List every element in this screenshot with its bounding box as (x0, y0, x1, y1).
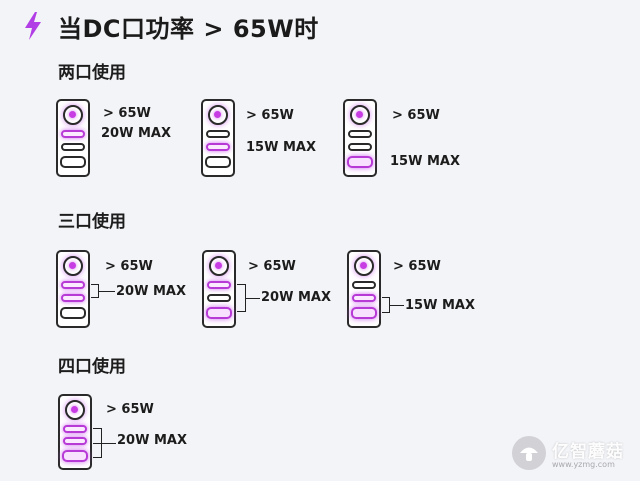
port-2-icon (206, 130, 230, 138)
port-bracket (382, 297, 390, 313)
port-4-icon (347, 156, 373, 168)
port-3-icon (348, 143, 372, 151)
port-power-label: 15W MAX (246, 140, 316, 155)
port-4-icon (206, 307, 232, 319)
dc-power-label: > 65W (106, 402, 154, 417)
port-2-icon (63, 425, 87, 433)
port-2-icon (61, 281, 85, 289)
dc-power-label: > 65W (248, 259, 296, 274)
dc-port-icon (63, 256, 83, 276)
port-3-icon (207, 294, 231, 302)
section-title-three-ports: 三口使用 (58, 212, 126, 232)
bracket-connector (102, 443, 116, 444)
port-bracket (237, 284, 246, 312)
bracket-connector (99, 291, 115, 292)
port-power-label: 20W MAX (261, 290, 331, 305)
dc-port-icon (65, 400, 85, 420)
port-power-label: 20W MAX (116, 284, 186, 299)
watermark-text: 亿智蘑菇 (552, 442, 624, 462)
port-3-icon (63, 437, 87, 445)
dc-port-icon (209, 256, 229, 276)
watermark-logo: 亿智蘑菇 www.yzmg.com (512, 436, 624, 470)
dc-power-label: > 65W (246, 108, 294, 123)
section-title-two-ports: 两口使用 (58, 63, 126, 83)
page-title: 当DC口功率 > 65W时 (58, 14, 319, 43)
lightning-bolt-icon (25, 12, 41, 40)
dc-port-icon (354, 256, 374, 276)
port-3-icon (206, 143, 230, 151)
port-power-label: 15W MAX (390, 154, 460, 169)
port-3-icon (61, 143, 85, 151)
dc-power-label: > 65W (393, 259, 441, 274)
port-4-icon (60, 156, 86, 168)
port-3-icon (352, 294, 376, 302)
port-2-icon (61, 130, 85, 138)
port-4-icon (60, 307, 86, 319)
dc-port-icon (63, 105, 83, 125)
port-power-label: 20W MAX (101, 126, 171, 141)
port-4-icon (205, 156, 231, 168)
dc-port-icon (208, 105, 228, 125)
header: 当DC口功率 > 65W时 (22, 6, 319, 46)
port-power-label: 15W MAX (405, 298, 475, 313)
mushroom-icon (512, 436, 546, 470)
section-title-four-ports: 四口使用 (58, 357, 126, 377)
dc-power-label: > 65W (392, 108, 440, 123)
bracket-middle-tick (93, 443, 102, 444)
port-bracket (91, 284, 99, 298)
dc-power-label: > 65W (103, 106, 151, 121)
dc-port-icon (350, 105, 370, 125)
dc-power-label: > 65W (105, 259, 153, 274)
bracket-connector (246, 298, 260, 299)
port-4-icon (62, 450, 88, 462)
port-2-icon (207, 281, 231, 289)
watermark-url: www.yzmg.com (552, 460, 615, 469)
bracket-connector (390, 305, 404, 306)
port-3-icon (61, 294, 85, 302)
port-power-label: 20W MAX (117, 433, 187, 448)
port-2-icon (348, 130, 372, 138)
port-2-icon (352, 281, 376, 289)
port-4-icon (351, 307, 377, 319)
